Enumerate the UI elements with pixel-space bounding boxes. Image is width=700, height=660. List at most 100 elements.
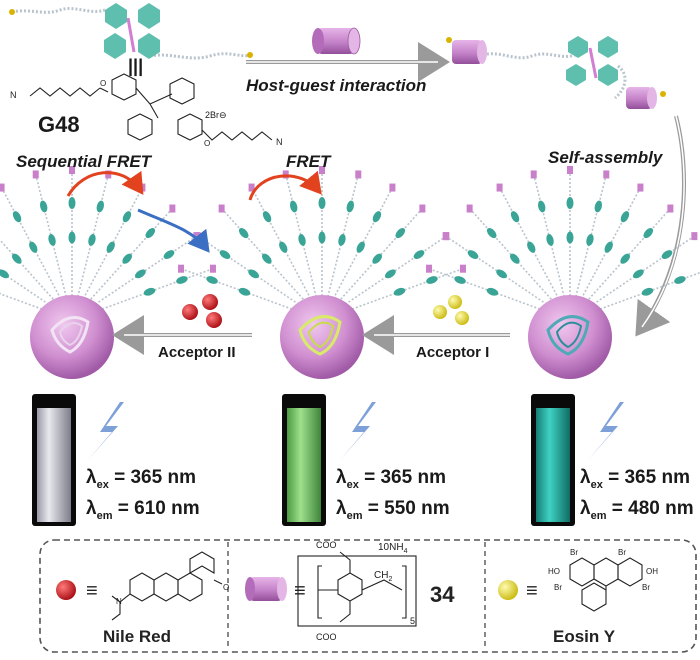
tpe-unit [96,200,104,213]
amphiphile-chain [0,292,54,314]
legend-red-ball [56,580,76,600]
tpe-unit [566,231,574,244]
eosin-oh: OH [646,567,658,576]
tpe-unit [48,234,56,246]
coo-bottom: COO [316,632,337,642]
tpe-unit [290,200,298,213]
vial-right [531,394,575,526]
tpe-unit [279,241,288,253]
tpe-unit [40,200,48,213]
tpe-unit [510,211,520,223]
tpe-unit [546,234,554,246]
n-subscript: 5 [410,616,415,626]
nile-red-o: O [223,583,229,592]
emission-middle: λem = 550 nm [336,497,450,522]
tpe-unit [122,253,132,264]
tpe-unit [486,228,497,239]
eosin-br-1: Br [570,548,578,557]
host-on-chain [466,204,473,213]
tpe-unit [176,276,188,284]
counter-ion-label: 2Br⊖ [205,110,227,120]
tpe-unit [604,241,613,253]
tpe-unit [454,276,466,284]
host-on-chain [69,166,75,174]
eosin-ho: HO [548,567,560,576]
tpe-unit [145,228,156,239]
eosin-structure [569,557,643,612]
host-on-chain [442,232,449,241]
host-on-chain [567,166,573,174]
pillararene-structure [297,551,417,627]
host-on-chain [178,264,185,273]
tpe-unit [538,200,546,213]
guest-molecule-cartoon [9,3,253,60]
svg-text:O: O [100,79,106,88]
legend-host-cylinder [245,577,287,601]
svg-text:N: N [10,90,17,100]
host-on-chain [389,183,396,192]
host-on-chain [691,232,698,241]
host-on-chain [209,264,216,273]
tpe-unit [527,241,536,253]
host-guest-label: Host-guest interaction [246,76,427,95]
g48-structure: N N O O [10,73,283,148]
excitation-right: λex = 365 nm [580,467,690,491]
wavelength-right: λex = 365 nm λem = 480 nm [580,466,694,528]
tpe-unit [238,228,249,239]
wavelength-middle: λex = 365 nm λem = 550 nm [336,466,450,528]
svg-text:O: O [204,139,210,148]
tpe-unit [68,231,76,244]
self-assembly-label: Self-assembly [548,148,663,167]
host-on-chain [496,183,503,192]
tpe-unit [106,241,115,253]
host-guest-complex [446,36,666,109]
nile-red-balls [182,294,222,328]
g48-label: G48 [38,112,80,137]
tpe-unit [586,234,594,246]
uv-bolt-icon-right [588,402,624,460]
host-on-chain [248,183,255,192]
tpe-unit [395,228,406,239]
tpe-unit [620,253,630,264]
legend-equiv-eosin: ≡ [526,580,538,602]
host-on-chain [0,183,5,192]
uv-bolt-icon-left [88,402,124,460]
tpe-unit [510,253,520,264]
tpe-unit [68,197,76,209]
tpe-unit [641,287,654,296]
micelle-brushes [0,166,700,314]
tpe-unit [29,241,38,253]
tpe-unit [338,234,346,246]
tpe-unit [372,253,382,264]
legend-yellow-ball [498,580,518,600]
emission-right: λem = 480 nm [580,497,694,522]
tpe-unit [372,211,382,223]
micelle-middle [280,295,364,379]
nile-red-structure [111,551,223,621]
fret-label: FRET [286,152,331,171]
excitation-left: λex = 365 nm [86,467,196,491]
tpe-unit [486,287,499,296]
acceptor-ii-label: Acceptor II [158,344,236,361]
legend-nile-red-label: Nile Red [103,627,171,646]
amphiphile-chain [0,238,60,306]
tpe-unit [566,197,574,209]
excitation-middle: λex = 365 nm [336,467,446,491]
tpe-unit [88,234,96,246]
eosin-br-3: Br [554,583,562,592]
eosin-br-4: Br [642,583,650,592]
self-assembly-arrow-core [641,115,685,328]
tpe-unit [0,287,1,296]
eosin-br-2: Br [618,548,626,557]
host-on-chain [32,170,39,179]
tpe-unit [143,287,156,296]
micelle-right [528,295,612,379]
host-on-chain [603,170,610,179]
host-on-chain [667,204,674,213]
tpe-unit [467,250,479,260]
tpe-unit [661,250,673,260]
host-on-chain [105,170,112,179]
tpe-unit [0,269,9,279]
tpe-unit [238,287,251,296]
tpe-unit [122,211,132,223]
